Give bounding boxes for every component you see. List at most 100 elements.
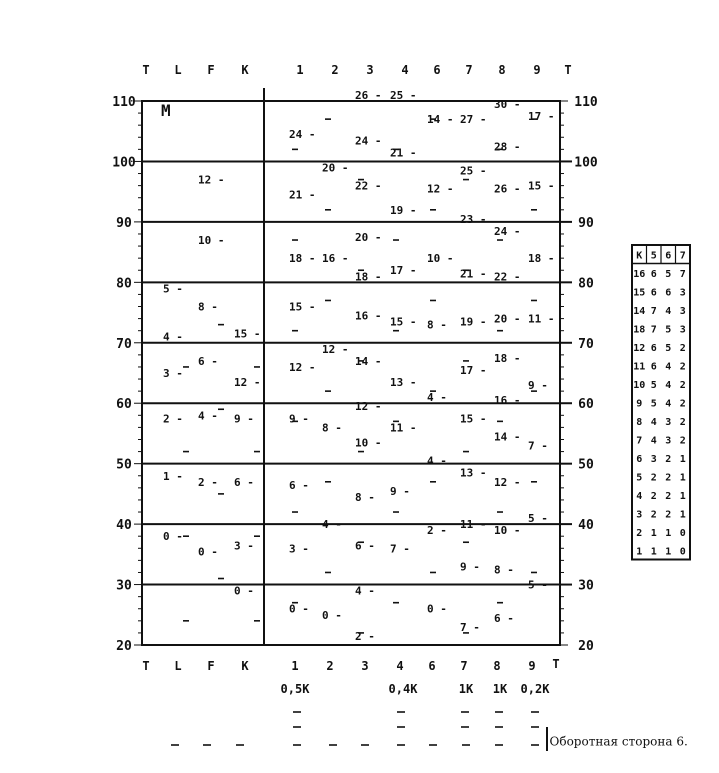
left-scale-value: 10 - (198, 234, 225, 247)
right-scale-value: 17 - (528, 110, 555, 123)
y-tick-label-right: 30 (578, 579, 594, 594)
column-number-bottom: 7 (460, 659, 467, 673)
right-scale-value: 10 - (494, 524, 521, 537)
right-scale-value: 4 - (355, 585, 375, 598)
side-table-cell: 7 (651, 306, 657, 317)
right-scale-value: 18 - (289, 252, 316, 265)
column-number-top: 3 (366, 63, 373, 77)
right-scale-value: 13 - (460, 467, 487, 480)
right-scale-value: 4 - (427, 455, 447, 468)
column-number-bottom: 6 (428, 659, 435, 673)
left-scale-value: 5 - (163, 282, 183, 295)
side-table-cell: 10 (633, 380, 645, 391)
header-letter-bottom: T (142, 659, 149, 673)
right-scale-value: 16 - (322, 252, 349, 265)
side-table-cell: 4 (651, 436, 657, 447)
right-scale-value: 0 - (289, 603, 309, 616)
column-number-top: 9 (533, 63, 540, 77)
column-number-bottom: 3 (361, 659, 368, 673)
left-scale-value: 1 - (163, 470, 183, 483)
left-scale-value: 0 - (198, 545, 218, 558)
side-table-cell: 2 (651, 491, 657, 502)
side-table-cell: 3 (665, 436, 671, 447)
y-tick-label-left: 40 (116, 518, 132, 533)
left-scale-value: 4 - (163, 331, 183, 344)
left-scale-value: 2 - (198, 476, 218, 489)
side-table-cell: 2 (636, 528, 642, 539)
caption-text: Оборотная сторона 6. (549, 734, 688, 749)
right-scale-value: 6 - (289, 479, 309, 492)
side-table-cell: 1 (680, 491, 686, 502)
right-scale-value: 5 - (528, 579, 548, 592)
right-scale-value: 20 - (494, 313, 521, 326)
side-table-cell: 5 (651, 399, 657, 410)
left-scale-value: 15 - (234, 328, 261, 341)
header-letter-bottom: L (174, 659, 181, 673)
side-table-cell: 6 (651, 288, 657, 299)
column-number-bottom: 8 (493, 659, 500, 673)
side-table-cell: 2 (680, 343, 686, 354)
right-scale-value: 4 - (322, 518, 342, 531)
side-table-cell: 1 (665, 547, 671, 558)
side-table-cell: 1 (665, 528, 671, 539)
side-table-cell: 5 (651, 380, 657, 391)
side-table-header-cell: 6 (665, 251, 671, 262)
y-tick-label-right: 40 (578, 518, 594, 533)
side-table-cell: 15 (633, 288, 645, 299)
side-table-cell: 3 (651, 454, 657, 465)
right-scale-value: 9 - (460, 560, 480, 573)
chart-frame (141, 100, 561, 646)
right-scale-value: 17 - (390, 264, 417, 277)
side-table-cell: 2 (651, 510, 657, 521)
right-scale-value: 4 - (427, 391, 447, 404)
column-number-top: 6 (433, 63, 440, 77)
right-scale-value: 19 - (390, 204, 417, 217)
side-table-cell: 3 (680, 306, 686, 317)
bottom-factor-label: 0,4K (389, 682, 419, 696)
column-number-bottom: 2 (326, 659, 333, 673)
right-scale-value: 2 - (355, 630, 375, 643)
side-table-cell: 1 (680, 510, 686, 521)
side-table-cell: 4 (665, 380, 671, 391)
side-table-cell: 2 (680, 380, 686, 391)
side-table-cell: 6 (651, 269, 657, 280)
header-letter-top: K (241, 63, 249, 77)
y-tick-label-left: 110 (112, 95, 136, 110)
y-tick-label-left: 70 (116, 337, 132, 352)
right-scale-value: 10 - (427, 252, 454, 265)
right-scale-value: 7 - (390, 542, 410, 555)
side-table-cell: 1 (636, 547, 642, 558)
header-letter-top: L (174, 63, 181, 77)
right-scale-value: 9 - (390, 485, 410, 498)
side-table-cell: 1 (680, 473, 686, 484)
side-table-cell: 0 (680, 547, 686, 558)
right-scale-value: 14 - (427, 113, 454, 126)
y-tick-label-right: 100 (574, 155, 598, 170)
side-table-header-cell: K (636, 251, 642, 262)
right-scale-value: 3 - (289, 542, 309, 555)
right-scale-value: 8 - (494, 563, 514, 576)
right-scale-value: 25 - (460, 165, 487, 178)
right-scale-value: 15 - (289, 301, 316, 314)
column-number-top: 7 (465, 63, 472, 77)
right-scale-value: 21 - (460, 267, 487, 280)
side-table-cell: 6 (651, 362, 657, 373)
side-table-cell: 6 (665, 288, 671, 299)
side-table-cell: 4 (665, 306, 671, 317)
side-table-cell: 11 (633, 362, 645, 373)
y-tick-label-left: 50 (116, 458, 132, 473)
left-scale-value: 9 - (234, 412, 254, 425)
bottom-factor-label: 0,2K (521, 682, 551, 696)
bottom-factor-label: 1K (459, 682, 474, 696)
y-tick-label-right: 110 (574, 95, 598, 110)
right-scale-value: 11 - (390, 421, 417, 434)
column-number-top: 2 (331, 63, 338, 77)
right-scale-value: 14 - (355, 355, 382, 368)
side-table-cell: 1 (680, 454, 686, 465)
panel-mark: M (161, 101, 171, 120)
right-scale-value: 18 - (494, 352, 521, 365)
y-tick-label-right: 60 (578, 397, 594, 412)
side-table-cell: 2 (680, 362, 686, 373)
side-table-cell: 7 (651, 325, 657, 336)
